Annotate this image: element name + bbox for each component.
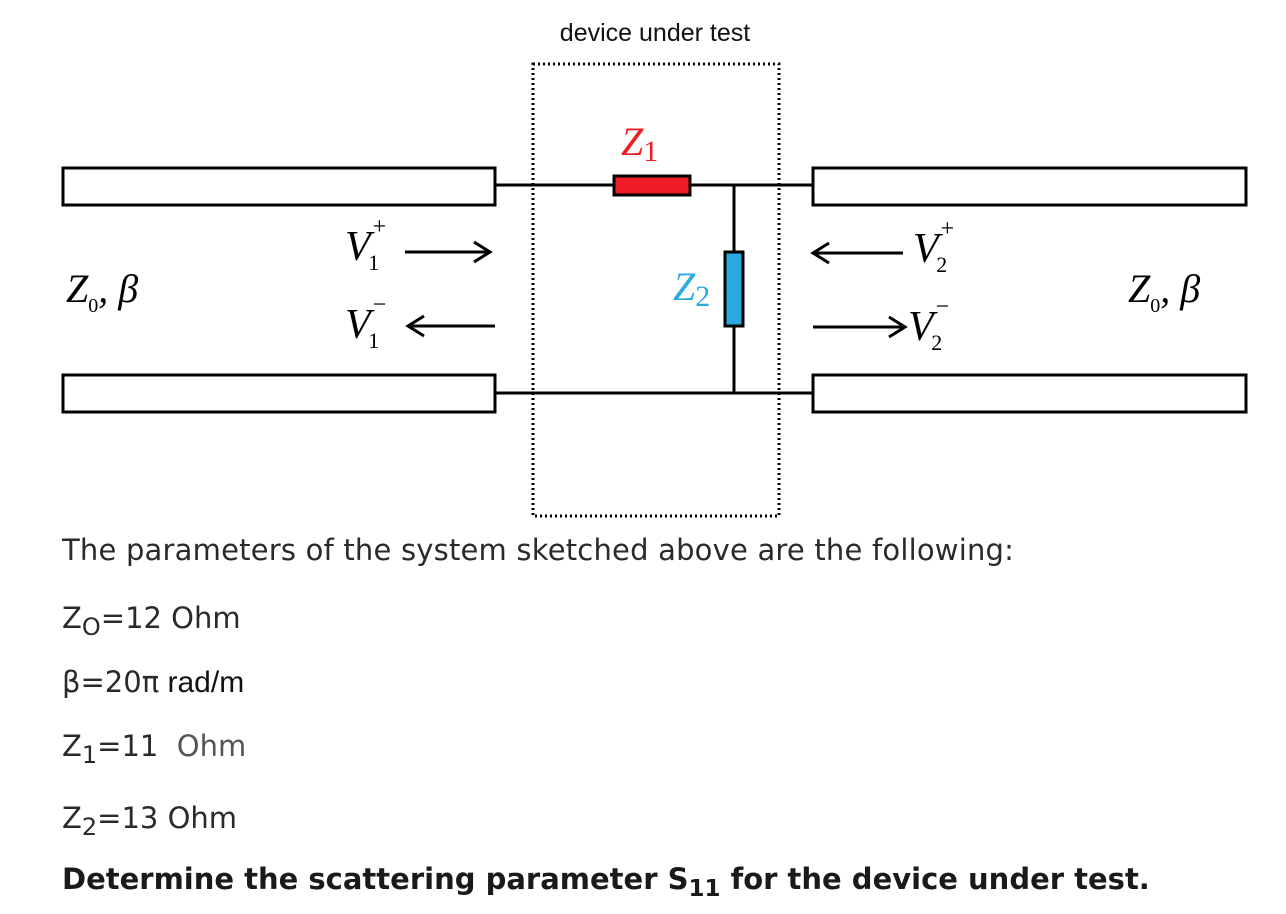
right-line-top-conductor	[811, 166, 1248, 207]
z2-resistor	[723, 250, 745, 328]
param-z2-value: =13 Ohm	[97, 801, 238, 835]
z2-label: Z2	[673, 264, 710, 313]
v2-plus-label: V+2	[913, 216, 954, 277]
question-post: for the device under test.	[720, 862, 1150, 896]
param-z1-base: Z	[62, 729, 82, 763]
v2-minus-label: V−2	[908, 294, 949, 355]
param-z1-value: =11	[97, 729, 159, 763]
z1-label: Z1	[621, 119, 658, 168]
right-line-label: Z0, β	[1128, 266, 1200, 317]
circuit-diagram: device under test Z1 Z2 Z0, β Z0, β V+1 …	[61, 19, 1248, 518]
param-z0-base: Z	[62, 601, 82, 635]
question-pre: Determine the scattering parameter S	[62, 862, 689, 896]
device-under-test-label: device under test	[560, 19, 750, 47]
v2-plus-arrow	[810, 241, 903, 265]
v2-minus-arrow	[813, 315, 908, 339]
left-line-bottom-conductor	[61, 373, 497, 414]
param-z1: Z1=11 Ohm	[62, 729, 247, 769]
param-z0-sub: O	[81, 613, 101, 641]
question-text: Determine the scattering parameter S11 f…	[62, 862, 1150, 902]
param-beta-unit: rad/m	[159, 666, 245, 699]
param-beta: β=20π rad/m	[62, 665, 244, 700]
param-z1-sub: 1	[81, 741, 98, 769]
device-under-test-box	[531, 62, 781, 518]
v1-plus-label: V+1	[345, 214, 386, 275]
param-z2-base: Z	[62, 801, 82, 835]
question-sub: 11	[688, 876, 721, 902]
z1-resistor	[612, 174, 692, 197]
param-z0: ZO=12 Ohm	[62, 601, 241, 641]
param-z2-sub: 2	[81, 813, 98, 841]
param-beta-symbol: β=20π	[62, 665, 160, 699]
right-line-bottom-conductor	[811, 373, 1248, 414]
v1-minus-label: V−1	[345, 292, 386, 353]
left-line-label: Z0, β	[66, 266, 138, 317]
intro-text: The parameters of the system sketched ab…	[62, 533, 1015, 567]
v1-plus-arrow	[405, 240, 493, 264]
v1-minus-arrow	[405, 314, 495, 338]
param-z0-value: =12 Ohm	[100, 601, 241, 635]
left-line-top-conductor	[61, 166, 497, 207]
param-z1-unit: Ohm	[158, 729, 247, 763]
param-z2: Z2=13 Ohm	[62, 801, 238, 841]
